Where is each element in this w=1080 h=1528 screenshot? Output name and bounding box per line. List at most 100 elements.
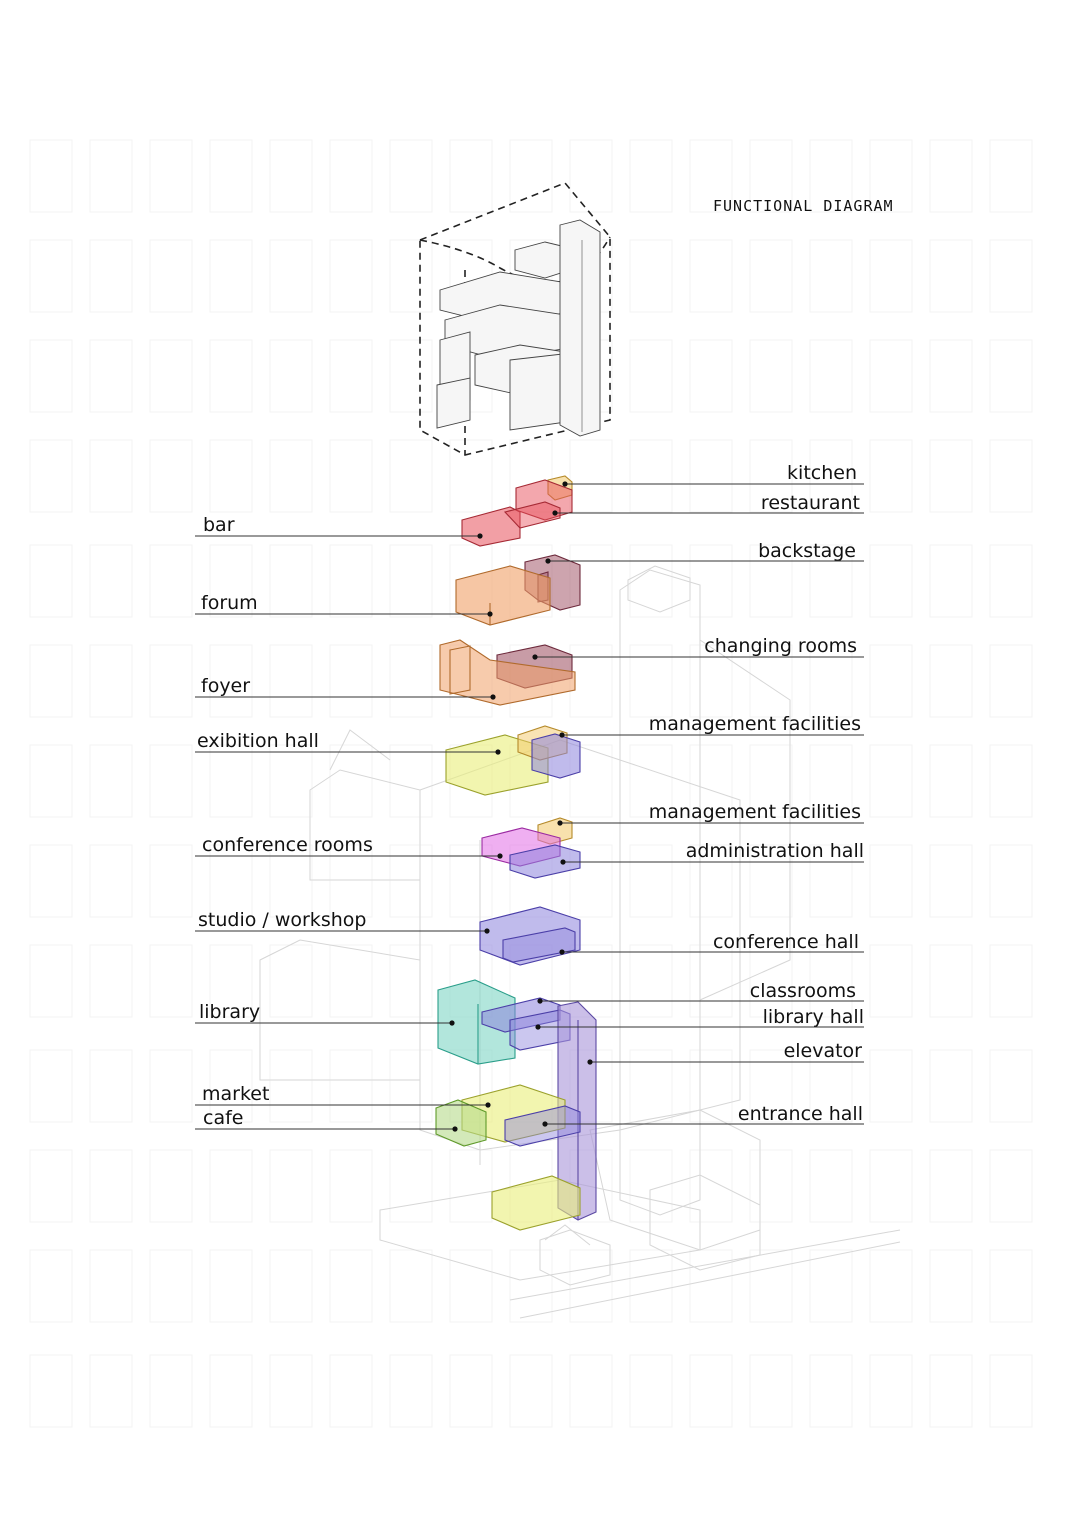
facade-window — [269, 944, 313, 1018]
facade-window — [689, 439, 733, 513]
facade-window — [149, 339, 193, 413]
facade-window — [149, 1354, 193, 1428]
facade-window — [389, 1249, 433, 1323]
label-library-hall: library hall — [763, 1006, 864, 1028]
facade-window — [869, 239, 913, 313]
facade-window — [869, 1354, 913, 1428]
facade-window — [929, 544, 973, 618]
facade-window — [989, 844, 1033, 918]
facade-window — [809, 139, 853, 213]
facade-window — [89, 1354, 133, 1428]
facade-window — [689, 844, 733, 918]
facade-window — [809, 1249, 853, 1323]
facade-window — [569, 744, 613, 818]
facade-window — [749, 844, 793, 918]
facade-window — [989, 944, 1033, 1018]
facade-window — [689, 1354, 733, 1428]
facade-window — [269, 744, 313, 818]
facade-window — [89, 1249, 133, 1323]
volume-library — [437, 979, 516, 1065]
building-overview-model — [419, 182, 611, 456]
facade-window — [269, 239, 313, 313]
facade-window — [989, 544, 1033, 618]
volume-management-facilities-1 — [517, 725, 581, 779]
diagram-title: FUNCTIONAL DIAGRAM — [713, 197, 894, 215]
facade-window — [869, 844, 913, 918]
label-kitchen: kitchen — [787, 462, 857, 484]
facade-window — [929, 439, 973, 513]
facade-window — [569, 1249, 613, 1323]
facade-window — [329, 1354, 373, 1428]
label-backstage: backstage — [758, 540, 856, 562]
facade-window — [749, 439, 793, 513]
volume-entrance-hall — [504, 1105, 581, 1147]
facade-window — [869, 544, 913, 618]
labels-right: kitchen restaurant backstage changing ro… — [532, 462, 864, 1127]
labels-left: bar forum foyer exibition hall conferenc… — [195, 514, 503, 1132]
facade-window — [29, 439, 73, 513]
facade-window — [629, 1149, 673, 1223]
facade-window — [689, 544, 733, 618]
facade-window — [389, 339, 433, 413]
facade-window — [749, 644, 793, 718]
label-conference-hall: conference hall — [713, 931, 859, 953]
facade-window — [509, 1249, 553, 1323]
label-restaurant: restaurant — [761, 492, 860, 514]
facade-window — [989, 1049, 1033, 1123]
facade-window — [809, 844, 853, 918]
facade-window — [449, 1249, 493, 1323]
facade-window — [689, 1249, 733, 1323]
facade-window — [809, 239, 853, 313]
facade-window — [809, 1049, 853, 1123]
facade-window — [29, 339, 73, 413]
label-studio-workshop: studio / workshop — [198, 909, 366, 931]
label-library: library — [199, 1001, 260, 1023]
facade-window — [389, 1149, 433, 1223]
facade-window — [449, 139, 493, 213]
volume-cafe — [435, 1099, 487, 1147]
facade-window — [389, 544, 433, 618]
facade-window — [629, 1354, 673, 1428]
facade-window — [329, 139, 373, 213]
facade-window — [209, 239, 253, 313]
facade-window — [989, 339, 1033, 413]
facade-window — [149, 439, 193, 513]
facade-window — [749, 339, 793, 413]
label-market: market — [202, 1083, 269, 1105]
facade-window — [269, 439, 313, 513]
facade-window — [269, 1049, 313, 1123]
volume-studio-workshop — [479, 906, 581, 966]
facade-window — [209, 844, 253, 918]
label-management-facilities-2: management facilities — [649, 801, 861, 823]
facade-window — [449, 439, 493, 513]
facade-window — [269, 339, 313, 413]
facade-window — [209, 339, 253, 413]
label-administration-hall: administration hall — [686, 840, 864, 862]
facade-window — [89, 844, 133, 918]
facade-window — [629, 239, 673, 313]
facade-window — [209, 1049, 253, 1123]
facade-window — [389, 139, 433, 213]
facade-window — [209, 744, 253, 818]
facade-window — [89, 744, 133, 818]
facade-window — [389, 744, 433, 818]
facade-window — [89, 644, 133, 718]
facade-window — [749, 1354, 793, 1428]
facade-window — [989, 139, 1033, 213]
facade-window — [149, 744, 193, 818]
facade-window — [89, 944, 133, 1018]
facade-window — [929, 644, 973, 718]
facade-window — [869, 644, 913, 718]
facade-window — [209, 644, 253, 718]
facade-window — [449, 1354, 493, 1428]
facade-window — [749, 1149, 793, 1223]
facade-window — [389, 1354, 433, 1428]
facade-window — [929, 744, 973, 818]
facade-window — [269, 1249, 313, 1323]
facade-window — [329, 1049, 373, 1123]
facade-window — [209, 544, 253, 618]
facade-window — [89, 1049, 133, 1123]
facade-window — [749, 1249, 793, 1323]
facade-window — [869, 139, 913, 213]
facade-window — [329, 644, 373, 718]
